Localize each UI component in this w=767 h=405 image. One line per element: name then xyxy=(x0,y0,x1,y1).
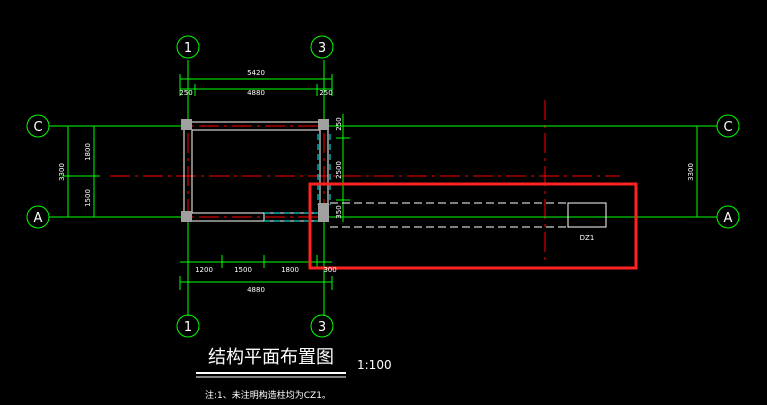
dim-right-overall: 3300 xyxy=(687,163,695,181)
dim-bottom-seg2: 1500 xyxy=(234,266,252,274)
axis-bubble-right-c xyxy=(716,114,740,138)
dim-bottom-seg3: 1800 xyxy=(281,266,299,274)
drawing-note: 注:1、未注明构造柱均为CZ1。 xyxy=(205,389,331,401)
dim-col3-lower: 350 xyxy=(335,205,343,218)
dim-left-lower: 1500 xyxy=(84,189,92,207)
column-3-a xyxy=(318,203,329,222)
column-dz1-tag: DZ1 xyxy=(580,234,595,242)
dim-bottom-seg-end: 300 xyxy=(323,266,336,274)
drawing-title: 结构平面布置图 xyxy=(208,347,334,368)
dimension-labels: 5420 4880 250 250 1200 1500 1800 300 488… xyxy=(58,69,695,294)
axis-label-right-a: A xyxy=(724,211,733,226)
columns xyxy=(181,119,329,222)
highlight-box xyxy=(308,182,638,270)
dim-col3-upper: 250 xyxy=(335,117,343,130)
axis-bubble-left-a xyxy=(26,205,50,229)
axis-bubble-bottom-1 xyxy=(176,314,200,338)
axis-label-right-c: C xyxy=(723,120,732,135)
axis-label-top-3: 3 xyxy=(318,41,326,56)
dim-top-right-edge: 250 xyxy=(319,89,332,97)
dim-bottom-seg1: 1200 xyxy=(195,266,213,274)
column-1-a xyxy=(181,211,192,222)
column-dz1-outline xyxy=(567,202,607,228)
axis-label-left-c: C xyxy=(33,120,42,135)
dimension-lines xyxy=(49,60,717,316)
axis-label-bottom-3: 3 xyxy=(318,320,326,335)
axis-label-top-1: 1 xyxy=(184,41,192,56)
axis-bubble-bottom-3 xyxy=(310,314,334,338)
dim-col3-mid: 2500 xyxy=(335,161,343,179)
axis-bubble-top-3 xyxy=(310,35,334,59)
axis-bubble-right-a xyxy=(716,205,740,229)
axis-label-bottom-1: 1 xyxy=(184,320,192,335)
column-1-c xyxy=(181,119,192,130)
dim-bottom-overall: 4880 xyxy=(247,286,265,294)
dim-left-overall: 3300 xyxy=(58,163,66,181)
axis-bubbles xyxy=(26,35,740,338)
beams xyxy=(183,121,329,222)
axis-label-left-a: A xyxy=(34,211,43,226)
drawing-scale: 1:100 xyxy=(357,358,392,372)
dashed-beams xyxy=(264,134,568,228)
dim-top-left-edge: 250 xyxy=(179,89,192,97)
dim-top-overall: 5420 xyxy=(247,69,265,77)
axis-bubble-top-1 xyxy=(176,35,200,59)
column-3-c xyxy=(318,119,329,130)
axis-bubble-left-c xyxy=(26,114,50,138)
dim-top-inner: 4880 xyxy=(247,89,265,97)
axis-bubble-labels: 1 3 1 3 C A C A xyxy=(33,41,732,335)
dim-left-upper: 1800 xyxy=(84,143,92,161)
